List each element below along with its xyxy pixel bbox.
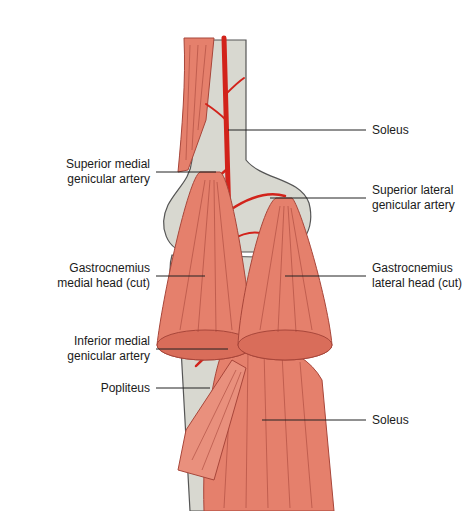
part-label: Superior lateral genicular artery <box>372 183 468 213</box>
muscle-striations <box>186 45 206 160</box>
gastrocnemius-lateral-head <box>238 198 332 360</box>
leader-lines <box>156 130 366 420</box>
muscle-striations <box>180 180 232 332</box>
muscle-striations <box>260 206 312 332</box>
part-label: Superior medial genicular artery <box>40 157 150 187</box>
part-label: Gastrocnemius lateral head (cut) <box>372 261 468 291</box>
part-label: Inferior medial genicular artery <box>40 334 150 364</box>
popliteus-muscle <box>178 360 246 480</box>
part-label: Popliteus <box>40 381 150 396</box>
muscle-striations <box>192 370 241 470</box>
part-label: Gastrocnemius medial head (cut) <box>40 261 150 291</box>
cut-surface <box>238 330 332 360</box>
part-label: Soleus <box>372 413 468 428</box>
part-label: Soleus <box>372 123 468 138</box>
